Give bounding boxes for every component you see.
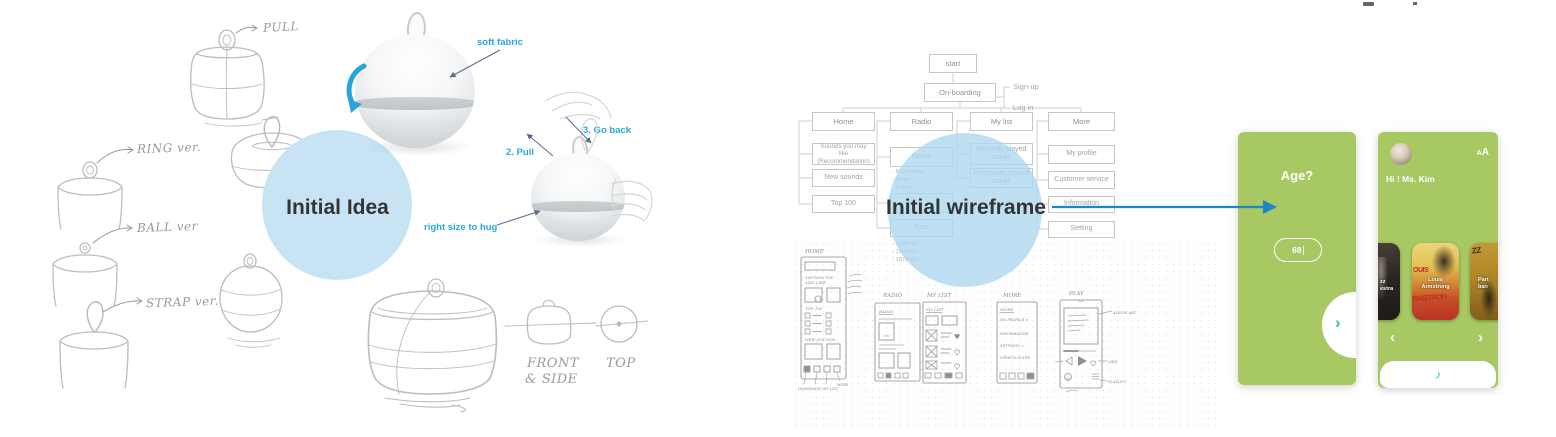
chevron-left-icon[interactable]: ‹ (1390, 329, 1395, 346)
flow-node-onboarding: On-boarding (924, 83, 996, 102)
app-screen-age: Age? 68 › (1238, 132, 1356, 385)
initial-wireframe-badge: Initial wireframe (886, 196, 1046, 219)
sketch-label-top: TOP (606, 356, 636, 371)
callout-soft-fabric: soft fabric (477, 37, 523, 48)
sketch-label-strap-ver: STRAP ver. (145, 293, 220, 311)
chevron-right-icon[interactable]: › (1478, 329, 1483, 346)
album-card-louis-armstrong[interactable]: OUIS RMSTRON Louis Armstrong (1412, 243, 1459, 320)
album-label: Louis Armstrong (1421, 277, 1450, 290)
age-input[interactable]: 68 (1274, 238, 1322, 262)
app-screen-home: AA Hi ! Ms. Kim zz estra OUIS RMSTRON Lo… (1378, 132, 1498, 388)
flow-node-information: Information (1048, 196, 1115, 213)
album-art-text: RMSTRON (1412, 291, 1447, 304)
greeting-text: Hi ! Ms. Kim (1386, 174, 1435, 184)
speaker-render-large (355, 34, 475, 148)
flow-node-sounds-you-may-like: Sounds you may like (Recommendation) (812, 143, 875, 165)
album-art-figure (1378, 257, 1388, 301)
next-button[interactable]: › (1322, 292, 1356, 358)
bottom-tab-bar[interactable]: ♪ (1380, 361, 1496, 388)
sketch-label-pull: PULL (262, 19, 300, 35)
album-card-jazz-orchestra[interactable]: zz estra (1378, 243, 1400, 320)
album-art-text: ZZ (1471, 245, 1482, 256)
sketch-label-front: FRONT (527, 356, 580, 371)
text-cursor (1302, 245, 1304, 255)
speaker-band (355, 96, 475, 111)
cropped-text-fragment (1413, 2, 1417, 5)
flow-node-my-profile: My profile (1048, 145, 1115, 164)
flow-node-top-100: Top 100 (812, 195, 875, 213)
speaker-lower-shade (355, 106, 475, 148)
flow-label-login: Log in (1013, 103, 1034, 112)
text-size-small: A (1476, 150, 1482, 157)
flow-node-home: Home (812, 112, 875, 131)
flow-node-setting: Setting (1048, 221, 1115, 238)
flow-node-start: start (929, 54, 977, 73)
flow-node-customer-service: Customer service (1048, 171, 1115, 189)
speaker-render-small (531, 153, 625, 241)
flow-label-signup: Sign-up (1013, 82, 1039, 91)
age-question: Age? (1280, 168, 1314, 183)
music-note-icon: ♪ (1435, 367, 1441, 382)
album-card-party-band[interactable]: ZZ Part ban (1470, 243, 1498, 320)
album-label: Part ban (1478, 277, 1489, 290)
initial-idea-badge: Initial Idea (286, 196, 389, 219)
sketch-label-ball-ver: BALL ver (136, 218, 199, 236)
speaker-band (531, 201, 625, 212)
chevron-right-icon: › (1335, 313, 1341, 332)
flow-node-new-sounds: New sounds (812, 169, 875, 187)
speaker-lower-shade (531, 209, 625, 241)
flow-node-more: More (1048, 112, 1115, 131)
text-size-control[interactable]: AA (1477, 142, 1489, 160)
sketch-label-side: & SIDE (525, 372, 578, 387)
age-input-value: 68 (1292, 245, 1302, 255)
flow-node-my-list: My list (970, 112, 1033, 131)
text-size-large: A (1481, 147, 1489, 158)
callout-right-size-to-hug: right size to hug (424, 222, 498, 233)
album-art-text: OUIS (1413, 267, 1429, 274)
cropped-text-fragment (1363, 2, 1374, 6)
callout-go-back: 3. Go back (583, 125, 632, 136)
flow-node-radio: Radio (890, 112, 953, 131)
sketch-label-ring-ver: RING ver. (136, 139, 202, 157)
callout-pull: 2. Pull (506, 147, 534, 158)
avatar[interactable] (1390, 143, 1412, 165)
album-label: zz estra (1380, 279, 1394, 292)
